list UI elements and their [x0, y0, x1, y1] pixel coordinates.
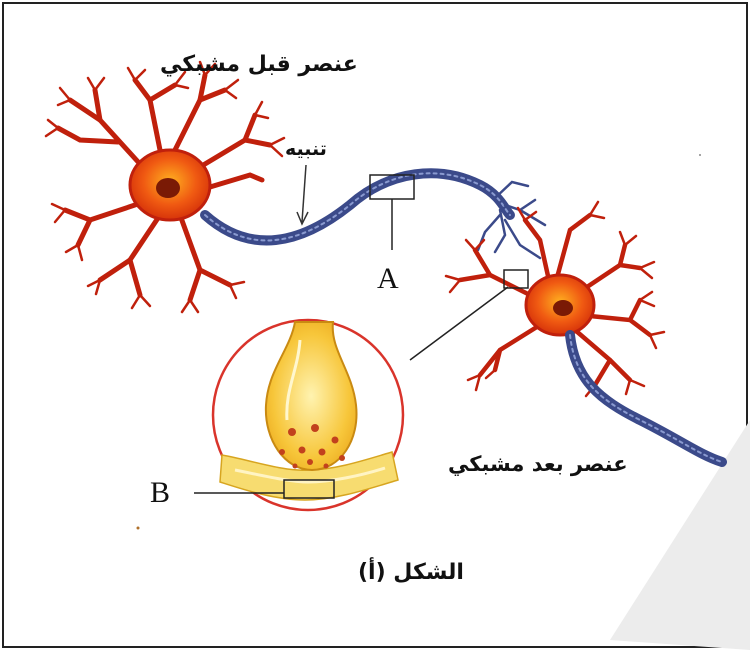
- postsynaptic-label: عنصر بعد مشبكي: [448, 452, 628, 476]
- synapse-zoom: [213, 320, 403, 510]
- point-a-label: A: [377, 262, 399, 296]
- figure-caption: الشكل (أ): [358, 560, 464, 585]
- presynaptic-nucleus: [156, 178, 180, 198]
- postsynaptic-nucleus: [553, 300, 573, 316]
- presynaptic-label: عنصر قبل مشبكي: [160, 52, 358, 77]
- point-b-label: B: [150, 476, 170, 510]
- stimulus-label: تنبيه: [285, 138, 327, 160]
